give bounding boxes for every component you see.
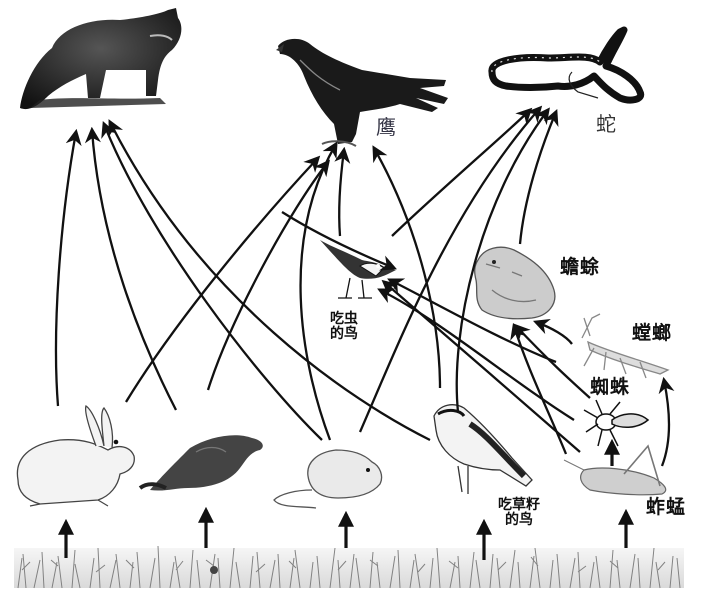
- grass-to-herbivore-arrows: [58, 438, 634, 560]
- marmot: [138, 435, 263, 491]
- insectivorous-bird-label-line1: 吃虫: [330, 311, 358, 327]
- seed-bird-label-line2: 的鸟: [505, 511, 533, 528]
- eagle-label: 鹰: [376, 115, 396, 139]
- spider: [583, 399, 650, 447]
- insectivorous-bird: [320, 240, 396, 299]
- seed-bird-label-line1: 吃草籽: [498, 497, 540, 513]
- grasshopper-label: 蚱蜢: [646, 496, 687, 518]
- mouse: [273, 449, 383, 509]
- toad-label: 蟾蜍: [560, 256, 601, 278]
- rabbit: [16, 404, 135, 507]
- snake-label: 蛇: [596, 112, 616, 136]
- spider-label: 蜘蛛: [590, 376, 631, 398]
- mantis: [581, 313, 670, 379]
- fox: [20, 8, 182, 110]
- grasshopper: [563, 444, 667, 496]
- insectivorous-bird-label: 吃虫 的鸟: [330, 312, 358, 341]
- snake: [488, 26, 645, 104]
- seed-eating-bird: [433, 404, 533, 494]
- insectivorous-bird-label-line2: 的鸟: [330, 325, 358, 342]
- mantis-label: 螳螂: [632, 322, 673, 344]
- toad: [474, 246, 556, 320]
- eagle: [276, 38, 448, 147]
- grass-producer: [14, 545, 684, 589]
- seed-bird-label: 吃草籽 的鸟: [498, 498, 540, 527]
- food-web-arrows: [54, 105, 675, 467]
